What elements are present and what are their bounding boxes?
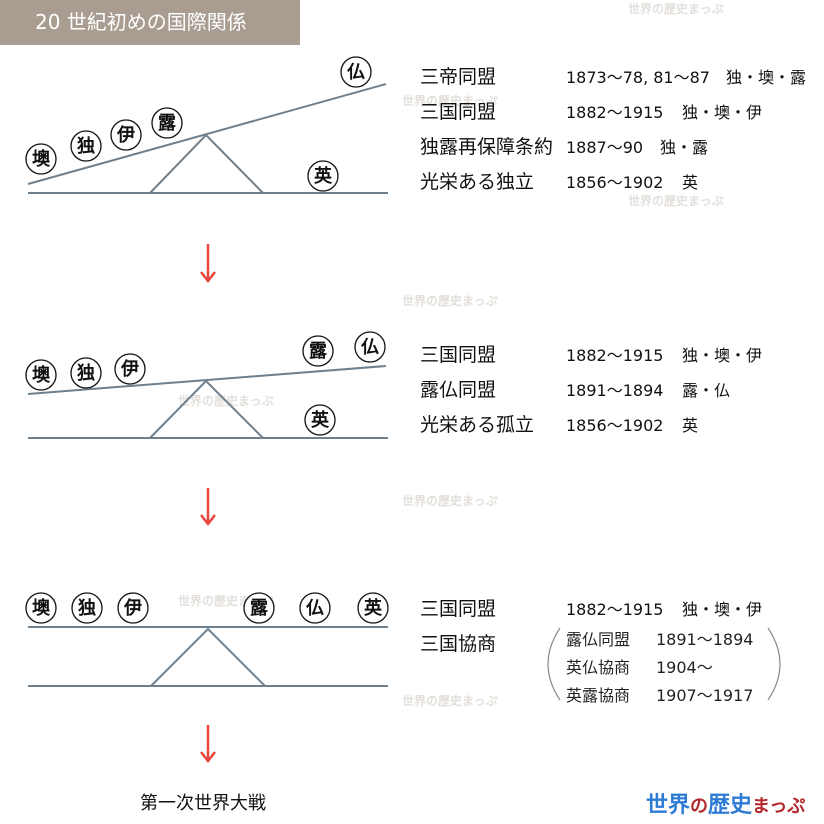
alliance-members: 独・墺・露 [726,68,807,87]
svg-text:墺: 墺 [32,597,51,619]
svg-text:独: 独 [77,362,95,384]
alliance-members: 独・露 [660,138,709,157]
svg-text:仏: 仏 [347,62,365,83]
nation-italy-icon: 伊 [114,353,146,385]
alliance-name: 光栄ある独立 [420,171,535,193]
alliance-years: 1882〜1915 [566,346,664,365]
svg-text:露: 露 [309,341,328,362]
svg-text:仏: 仏 [361,337,379,358]
nation-russia-icon: 露 [302,335,334,367]
nation-germany-icon: 独 [71,592,103,624]
stage2-seesaw [27,365,388,439]
svg-text:露: 露 [250,598,269,619]
watermark: 世界の歴史まっぷ [402,494,498,508]
svg-text:独: 独 [78,597,96,619]
alliance-name: 三国同盟 [420,101,497,123]
alliance-name: 露仏同盟 [420,379,497,401]
alliance-years: 1882〜1915 [566,600,664,619]
nation-germany-icon: 独 [70,130,102,162]
stage3-seesaw [28,626,388,687]
entente-years: 1904〜 [656,658,713,677]
alliance-name: 三国協商 [420,633,497,655]
stage1-seesaw [27,83,388,194]
alliance-years: 1882〜1915 [566,103,664,122]
alliance-years: 1887〜90 [566,138,644,157]
svg-text:英: 英 [313,165,333,187]
alliance-years: 1856〜1902 [566,173,664,192]
alliance-name: 三国同盟 [420,598,497,620]
nation-britain-icon: 英 [307,160,339,192]
svg-text:英: 英 [310,409,330,431]
alliance-years: 1873〜78, 81〜87 [566,68,710,87]
svg-text:仏: 仏 [306,598,324,619]
svg-text:伊: 伊 [120,358,139,380]
entente-name: 露仏同盟 [566,630,631,649]
nation-britain-icon: 英 [357,592,389,624]
alliance-members: 独・墺・伊 [682,346,763,365]
watermark: 世界の歴史まっぷ [402,94,498,108]
nation-austria-icon: 墺 [25,592,57,624]
alliance-name: 独露再保障条約 [420,136,554,158]
nation-russia-icon: 露 [243,592,275,624]
nation-italy-icon: 伊 [117,592,149,624]
nation-france-icon: 仏 [299,592,331,624]
alliance-members: 独・墺・伊 [682,600,763,619]
svg-text:独: 独 [77,135,95,157]
alliance-members: 英 [682,173,699,192]
watermark: 世界の歴史まっぷ [402,294,498,308]
entente-name: 英露協商 [566,686,631,705]
nation-russia-icon: 露 [151,107,183,139]
svg-text:伊: 伊 [116,124,135,146]
arrow-down-icon [200,725,216,764]
alliance-name: 光栄ある孤立 [420,414,535,436]
entente-years: 1907〜1917 [656,686,754,705]
arrow-down-icon [200,244,216,284]
svg-text:墺: 墺 [32,148,51,170]
alliance-years: 1891〜1894 [566,381,664,400]
outcome-label: 第一次世界大戦 [140,793,266,814]
svg-text:墺: 墺 [32,364,51,386]
nation-britain-icon: 英 [304,404,336,436]
header-title: 20 世紀初めの国際関係 [0,0,300,45]
svg-text:英: 英 [363,597,383,619]
nation-austria-icon: 墺 [25,359,57,391]
nation-austria-icon: 墺 [25,143,57,175]
nation-germany-icon: 独 [70,357,102,389]
nation-italy-icon: 伊 [110,119,142,151]
bracket-left [547,627,561,701]
alliance-members: 独・墺・伊 [682,103,763,122]
arrow-down-icon [200,488,216,527]
svg-text:伊: 伊 [123,597,142,619]
alliance-name: 三国同盟 [420,344,497,366]
alliance-members: 露・仏 [682,381,731,400]
nation-france-icon: 仏 [354,331,386,363]
alliance-members: 英 [682,416,699,435]
bracket-right [767,627,781,701]
watermark: 世界の歴史まっぷ [628,194,724,208]
alliance-years: 1856〜1902 [566,416,664,435]
entente-name: 英仏協商 [566,658,631,677]
nation-france-icon: 仏 [340,56,372,88]
watermark: 世界の歴史まっぷ [628,2,724,16]
brand-logo: 世界の歴史まっぷ [646,793,806,818]
watermark: 世界の歴史まっぷ [402,694,498,708]
entente-years: 1891〜1894 [656,630,754,649]
svg-text:露: 露 [158,113,177,134]
alliance-name: 三帝同盟 [420,66,497,88]
